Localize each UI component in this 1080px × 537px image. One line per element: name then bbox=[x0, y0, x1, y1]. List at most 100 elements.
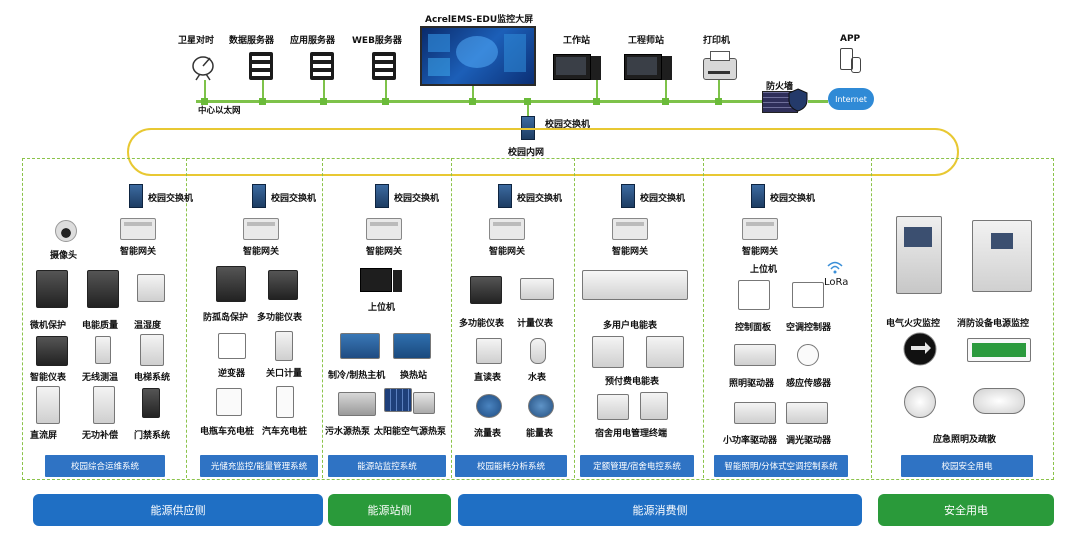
energy-station-bar: 能源站侧 bbox=[328, 494, 451, 526]
emergency-light-icon bbox=[904, 386, 936, 418]
device-label: 照明驱动器 bbox=[729, 379, 775, 389]
multifunction-meter-icon bbox=[470, 276, 502, 304]
thermo-hygro-icon bbox=[137, 274, 165, 302]
column-switch-label: 校园交换机 bbox=[517, 194, 563, 204]
workstation-icon bbox=[553, 54, 591, 80]
net-node bbox=[201, 98, 208, 105]
net-node bbox=[469, 98, 476, 105]
device-label: 电气火灾监控 bbox=[886, 319, 941, 329]
device-label: 换热站 bbox=[400, 371, 428, 381]
gateway-icon bbox=[742, 218, 778, 240]
internet-label: Internet bbox=[835, 94, 867, 104]
column-switch-icon bbox=[252, 184, 266, 208]
engineer-station-label: 工程师站 bbox=[628, 36, 665, 46]
big-screen-icon bbox=[420, 26, 536, 86]
flow-meter-icon bbox=[476, 394, 502, 418]
gateway-icon bbox=[489, 218, 525, 240]
anti-islanding-icon bbox=[216, 266, 246, 302]
data-server-icon bbox=[249, 52, 273, 80]
lora-label: LoRa bbox=[824, 277, 849, 288]
elevator-icon bbox=[140, 334, 164, 366]
water-meter-icon bbox=[530, 338, 546, 364]
device-label: 宿舍用电管理终端 bbox=[595, 429, 668, 439]
motion-sensor-icon bbox=[797, 344, 819, 366]
lighting-driver-icon bbox=[734, 344, 776, 366]
device-label: 能量表 bbox=[526, 429, 554, 439]
wireless-signal-icon bbox=[827, 261, 843, 274]
column-divider bbox=[322, 158, 323, 478]
web-server-label: WEB服务器 bbox=[352, 36, 402, 46]
ethernet-line bbox=[196, 100, 766, 103]
device-label: 污水源热泵 bbox=[325, 427, 371, 437]
device-label: 直读表 bbox=[474, 373, 502, 383]
workstation-tower bbox=[591, 56, 601, 80]
device-label: 电能质量 bbox=[82, 321, 119, 331]
gateway-icon bbox=[243, 218, 279, 240]
intranet-ring bbox=[127, 128, 959, 176]
column-switch-icon bbox=[621, 184, 635, 208]
device-label: 流量表 bbox=[474, 429, 502, 439]
device-label: 无功补偿 bbox=[82, 431, 119, 441]
device-label: 计量仪表 bbox=[517, 319, 554, 329]
hand-icon bbox=[851, 57, 861, 73]
intranet-label: 校园内网 bbox=[508, 148, 545, 158]
column-switch-icon bbox=[375, 184, 389, 208]
device-label: 微机保护 bbox=[30, 321, 67, 331]
system-bar: 光储充监控/能量管理系统 bbox=[200, 455, 318, 477]
device-label: 电瓶车充电桩 bbox=[200, 427, 255, 437]
web-server-icon bbox=[372, 52, 396, 80]
satellite-label: 卫星对时 bbox=[178, 36, 215, 46]
printer-label: 打印机 bbox=[703, 36, 731, 46]
ethernet-label: 中心以太网 bbox=[198, 106, 241, 116]
camera-icon bbox=[55, 220, 77, 242]
net-node bbox=[662, 98, 669, 105]
multifunction-meter-icon bbox=[268, 270, 298, 300]
drop-line bbox=[204, 80, 206, 102]
device-label: 调光驱动器 bbox=[786, 436, 832, 446]
drop-line bbox=[596, 80, 598, 102]
drop-line bbox=[527, 100, 529, 118]
device-label: 控制面板 bbox=[735, 323, 772, 333]
smart-meter-icon bbox=[36, 336, 68, 366]
ac-controller-icon bbox=[792, 282, 824, 308]
column-switch-label: 校园交换机 bbox=[640, 194, 686, 204]
device-label: 多用户电能表 bbox=[603, 321, 658, 331]
gateway-label: 智能网关 bbox=[120, 247, 157, 257]
net-node bbox=[593, 98, 600, 105]
device-label: 空调控制器 bbox=[786, 323, 832, 333]
system-bar: 定额管理/宿舍电控系统 bbox=[580, 455, 694, 477]
net-node bbox=[715, 98, 722, 105]
system-bar: 能源站监控系统 bbox=[328, 455, 446, 477]
direct-read-meter-icon bbox=[476, 338, 502, 364]
app-label: APP bbox=[840, 34, 861, 44]
drop-line bbox=[262, 80, 264, 102]
fire-monitor-kiosk-icon bbox=[896, 216, 942, 294]
system-bar: 智能照明/分体式空调控制系统 bbox=[714, 455, 848, 477]
device-label: 应急照明及疏散 bbox=[933, 435, 997, 445]
device-label: 制冷/制热主机 bbox=[328, 371, 386, 381]
var-compensation-icon bbox=[93, 386, 115, 424]
device-label: 感应传感器 bbox=[786, 379, 832, 389]
low-power-driver-icon bbox=[734, 402, 776, 424]
fire-power-monitor-icon bbox=[972, 220, 1032, 292]
drop-line bbox=[665, 80, 667, 102]
chiller-icon bbox=[340, 333, 380, 359]
net-node bbox=[382, 98, 389, 105]
gateway-label: 智能网关 bbox=[612, 247, 649, 257]
device-label: 无线测温 bbox=[82, 373, 119, 383]
gateway-icon bbox=[120, 218, 156, 240]
core-switch-label: 校园交换机 bbox=[545, 120, 591, 130]
device-label: 水表 bbox=[528, 373, 547, 383]
emergency-sign-icon bbox=[903, 332, 937, 366]
column-divider bbox=[871, 158, 872, 478]
column-divider bbox=[186, 158, 187, 478]
firewall-label: 防火墙 bbox=[766, 82, 794, 92]
field-area bbox=[22, 158, 1054, 480]
multi-user-meter-icon bbox=[582, 270, 688, 300]
device-label: 多功能仪表 bbox=[459, 319, 505, 329]
metering-meter-icon bbox=[520, 278, 554, 300]
dimming-driver-icon bbox=[786, 402, 828, 424]
column-switch-icon bbox=[751, 184, 765, 208]
engineer-station-icon bbox=[624, 54, 662, 80]
power-quality-icon bbox=[87, 270, 119, 308]
